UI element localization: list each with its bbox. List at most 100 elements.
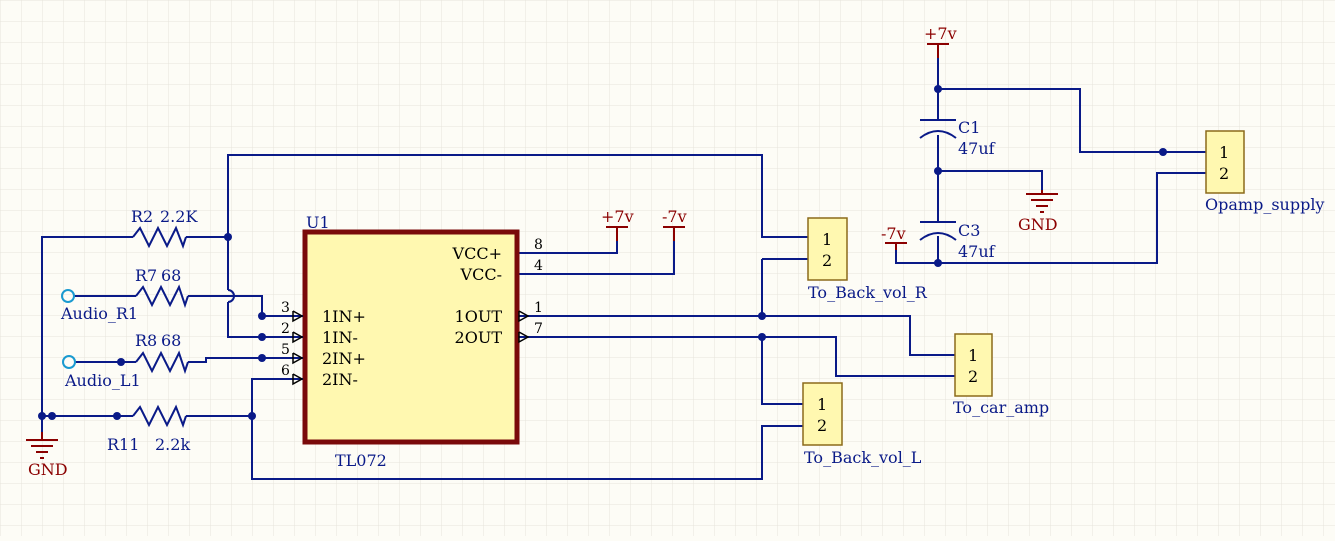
power-neg7-supply-label: -7v	[881, 224, 906, 243]
pin-number-3: 3	[281, 300, 290, 316]
junction-dot	[758, 333, 766, 341]
junction-dot	[48, 412, 56, 420]
resistor-r8-designator: R8	[135, 331, 157, 350]
pin-name-1in-neg: 1IN-	[322, 328, 358, 347]
junction-dot	[117, 358, 125, 366]
junction-dot	[758, 312, 766, 320]
connector-back-vol-r-pin1: 1	[822, 230, 832, 249]
connector-back-vol-r[interactable]	[807, 217, 848, 281]
resistor-r8[interactable]	[135, 350, 189, 375]
pin-number-2: 2	[281, 321, 290, 337]
pin-number-1: 1	[534, 300, 543, 316]
pin-number-4: 4	[534, 258, 543, 274]
wire-back-vol-l-1	[761, 337, 808, 405]
connector-car-amp-pin1: 1	[968, 346, 978, 365]
pin-name-vcc-pos: VCC+	[452, 244, 502, 263]
ic-body	[302, 229, 520, 445]
pin-name-vcc-neg: VCC-	[460, 265, 502, 284]
wire-2out	[518, 336, 955, 377]
pin-name-2out: 2OUT	[455, 328, 503, 347]
connector-back-vol-r-pin2: 2	[822, 251, 832, 270]
pin-output-arrow-icon	[518, 310, 530, 323]
port-audio-l1-label: Audio_L1	[64, 371, 141, 390]
power-neg7-ic-label: -7v	[662, 207, 687, 226]
port-audio-r1-icon[interactable]	[61, 289, 75, 303]
junction-dot	[38, 412, 46, 420]
resistor-r7-designator: R7	[135, 266, 157, 285]
pin-input-arrow-icon	[292, 373, 304, 386]
junction-dot	[934, 259, 942, 267]
capacitor-c3[interactable]	[919, 221, 957, 241]
connector-car-amp[interactable]	[954, 333, 993, 397]
wire-1out	[518, 315, 955, 356]
resistor-r2-value: 2.2K	[160, 207, 198, 226]
junction-dot	[224, 233, 232, 241]
wire-gnd-right	[938, 170, 1043, 190]
connector-back-vol-l-label: To_Back_vol_L	[804, 448, 922, 467]
power-neg7-ic	[663, 226, 685, 241]
junction-dot	[934, 85, 942, 93]
capacitor-c1-designator: C1	[958, 118, 980, 137]
capacitor-c1-value: 47uf	[958, 139, 996, 158]
resistor-r8-value: 68	[161, 331, 181, 350]
junction-dot	[1159, 148, 1167, 156]
resistor-r11[interactable]	[132, 404, 187, 428]
wire-feedback-top	[227, 154, 808, 238]
wires	[41, 47, 1208, 480]
gnd-left-label: GND	[28, 460, 68, 479]
resistor-r7[interactable]	[135, 284, 189, 309]
wire-vcc-neg	[518, 241, 675, 275]
power-neg7-supply	[885, 242, 907, 250]
capacitor-c3-value: 47uf	[958, 242, 996, 261]
power-pos7-ic	[606, 226, 628, 241]
connector-back-vol-l-pin2: 2	[817, 416, 827, 435]
power-pos7-supply-label: +7v	[924, 24, 957, 43]
pin-name-2in-neg: 2IN-	[322, 370, 358, 389]
pin-number-5: 5	[281, 342, 290, 358]
connector-opamp-supply[interactable]	[1205, 130, 1245, 194]
resistor-r2-body	[132, 225, 187, 249]
gnd-right-label: GND	[1018, 215, 1058, 234]
connector-opamp-supply-label: Opamp_supply	[1205, 195, 1324, 214]
connector-opamp-supply-pin2: 2	[1219, 164, 1229, 183]
resistor-r11-body	[132, 404, 187, 428]
ic-part-number: TL072	[335, 451, 387, 470]
wire-2in-pos	[188, 357, 292, 363]
pin-input-arrow-icon	[292, 352, 304, 365]
resistor-r11-value: 2.2k	[155, 435, 190, 454]
resistor-r7-body	[135, 284, 189, 309]
power-pos7-ic-label: +7v	[601, 207, 634, 226]
resistor-r2-designator: R2	[131, 207, 153, 226]
ic-designator: U1	[306, 213, 330, 232]
wire-vcc-pos	[518, 241, 618, 254]
resistor-r2[interactable]	[132, 225, 187, 249]
pin-input-arrow-icon	[292, 310, 304, 323]
connector-back-vol-r-label: To_Back_vol_R	[808, 283, 928, 302]
resistor-r8-body	[135, 350, 189, 375]
pin-number-6: 6	[281, 363, 290, 379]
resistor-r11-designator: R11	[107, 435, 139, 454]
connector-car-amp-label: To_car_amp	[953, 398, 1049, 417]
junction-dot	[113, 412, 121, 420]
pin-number-7: 7	[534, 321, 543, 337]
wire-left-vertical	[41, 236, 133, 416]
port-audio-l1-icon[interactable]	[62, 355, 76, 369]
gnd-left-icon	[26, 432, 58, 459]
wire-2in-neg-feedback	[251, 378, 808, 480]
ic-u1[interactable]	[262, 229, 530, 445]
power-pos7-supply	[927, 43, 949, 58]
resistor-r7-value: 68	[161, 266, 181, 285]
connector-car-amp-pin2: 2	[968, 367, 978, 386]
capacitor-c3-designator: C3	[958, 221, 980, 240]
capacitor-c1[interactable]	[919, 119, 957, 139]
wire-supply-2	[895, 172, 1208, 264]
connector-opamp-supply-pin1: 1	[1219, 143, 1229, 162]
pin-name-2in-pos: 2IN+	[322, 349, 366, 368]
pin-name-1out: 1OUT	[455, 307, 503, 326]
junction-dot	[934, 167, 942, 175]
connector-back-vol-l[interactable]	[802, 382, 843, 446]
wire-supply-1	[938, 88, 1208, 153]
pin-number-8: 8	[534, 237, 543, 253]
